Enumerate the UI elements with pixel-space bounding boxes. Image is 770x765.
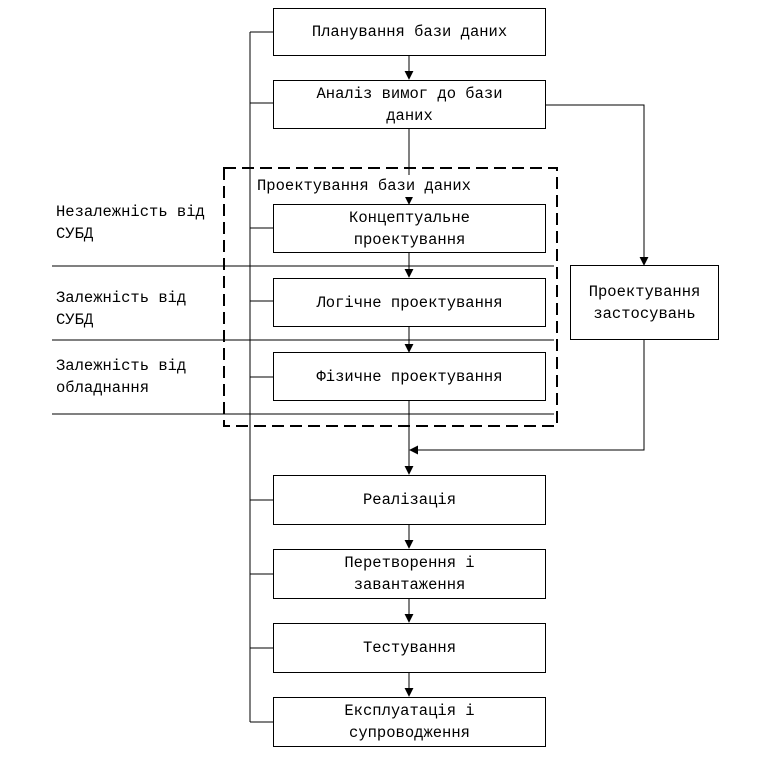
step-application-design: Проектування застосувань [570, 265, 719, 340]
step-requirements-analysis: Аналіз вимог до бази даних [273, 80, 546, 129]
zone-label-dbms-dependent: Залежність від СУБД [56, 289, 187, 329]
step-db-planning: Планування бази даних [273, 8, 546, 56]
zone-label-dbms-independent: Незалежність від СУБД [56, 203, 205, 243]
branch-to-app-design [546, 104, 649, 266]
return-from-app-design [409, 340, 645, 455]
design-group-title: Проектування бази даних [255, 175, 473, 197]
design-group-frame [223, 167, 558, 427]
step-operation-maintenance: Експлуатація і супроводження [273, 697, 546, 747]
step-logical-design: Логічне проектування [273, 278, 546, 327]
step-implementation: Реалізація [273, 475, 546, 525]
step-testing: Тестування [273, 623, 546, 673]
zone-label-hardware-dependent: Залежність від обладнання [56, 357, 187, 397]
step-physical-design: Фізичне проектування [273, 352, 546, 401]
step-conversion-loading: Перетворення і завантаження [273, 549, 546, 599]
step-conceptual-design: Концептуальне проектування [273, 204, 546, 253]
